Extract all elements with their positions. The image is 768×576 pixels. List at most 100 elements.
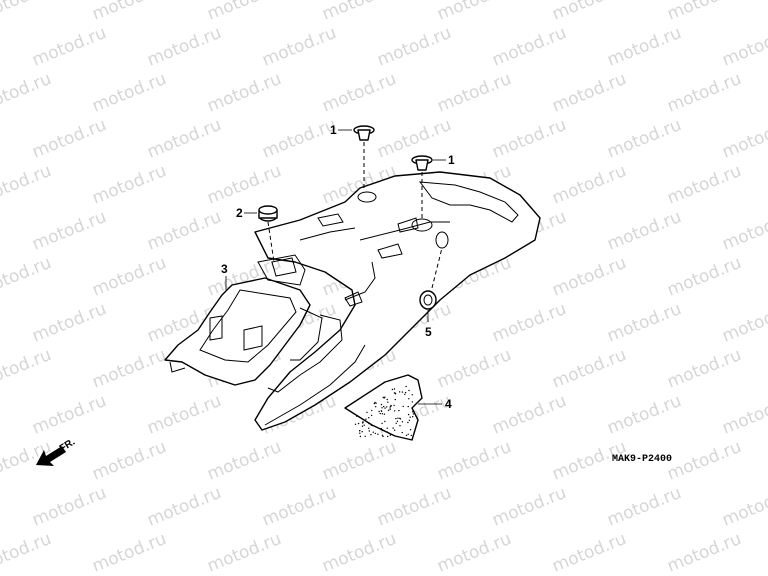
pad-dot: [390, 404, 392, 407]
watermark-text: motod.ru: [489, 391, 569, 439]
watermark-text: motod.ru: [89, 161, 169, 209]
watermark-text: motod.ru: [549, 345, 629, 393]
pad-texture: [354, 385, 415, 438]
watermark-text: motod.ru: [259, 115, 339, 163]
watermark-text: motod.ru: [29, 391, 109, 439]
pad-dot: [383, 413, 386, 415]
pad-dot: [368, 427, 370, 429]
pad-dot: [405, 434, 408, 437]
pad-dot: [395, 417, 397, 420]
pad-dot: [370, 434, 372, 436]
pad-dot: [409, 429, 412, 431]
pad-dot: [361, 425, 364, 427]
pad-dot: [393, 404, 395, 407]
pad-dot: [366, 411, 368, 414]
callout-4: 4: [445, 397, 452, 411]
pad-dot: [404, 393, 406, 395]
drawing-code: MAK9-P2400: [612, 454, 672, 465]
pad-dot: [361, 431, 363, 433]
pad-dot: [382, 435, 384, 438]
pad-dot: [364, 435, 366, 437]
watermark-text: motod.ru: [89, 0, 169, 25]
pad-dot: [401, 391, 404, 393]
pad-dot: [393, 392, 396, 394]
watermark-text: motod.ru: [204, 437, 284, 485]
watermark-text: motod.ru: [664, 345, 744, 393]
pad-dot: [387, 401, 389, 403]
watermark-text: motod.ru: [374, 23, 454, 71]
watermark-text: motod.ru: [144, 483, 224, 531]
pad-dot: [359, 432, 361, 434]
pad-dot: [386, 431, 389, 433]
watermark-text: motod.ru: [719, 391, 768, 439]
watermark-text: motod.ru: [549, 253, 629, 301]
watermark-text: motod.ru: [664, 161, 744, 209]
watermark-text: motod.ru: [604, 391, 684, 439]
pad-dot: [379, 412, 381, 415]
watermark-text: motod.ru: [604, 115, 684, 163]
pad-dot: [380, 410, 382, 412]
pad-dot: [372, 431, 374, 433]
watermark-text: motod.ru: [604, 207, 684, 255]
pad-dot: [397, 417, 399, 419]
watermark-text: motod.ru: [719, 115, 768, 163]
pad-dot: [381, 434, 384, 436]
pad-dot: [409, 416, 411, 418]
pad-dot: [394, 398, 396, 401]
pad-dot: [404, 391, 407, 394]
pad-dot: [362, 421, 364, 423]
callout-1-left: 1: [330, 123, 337, 137]
pad-dot: [407, 421, 409, 424]
pad-dot: [374, 432, 376, 435]
watermark-text: motod.ru: [144, 115, 224, 163]
pad-dot: [359, 435, 362, 438]
pad-dot: [356, 415, 358, 417]
watermark-text: motod.ru: [89, 437, 169, 485]
pad-dot: [383, 397, 385, 399]
watermark-text: motod.ru: [204, 161, 284, 209]
watermark-text: motod.ru: [719, 207, 768, 255]
watermark-text: motod.ru: [549, 161, 629, 209]
pad-dot: [375, 406, 377, 408]
pad-dot: [401, 421, 404, 423]
watermark-text: motod.ru: [319, 0, 399, 25]
pad-dot: [395, 422, 397, 424]
pad-dot: [399, 417, 401, 419]
pad-dot: [354, 423, 357, 425]
grommet-part-5: [419, 247, 443, 322]
watermark-text: motod.ru: [144, 391, 224, 439]
rubber-pad-part-4: [344, 374, 442, 441]
watermark-text: motod.ru: [204, 529, 284, 576]
pad-dot: [378, 410, 380, 413]
watermark-text: motod.ru: [489, 299, 569, 347]
watermark-text: motod.ru: [0, 529, 54, 576]
watermark-text: motod.ru: [549, 529, 629, 576]
pad-dot: [402, 405, 404, 408]
pad-dot: [399, 425, 401, 427]
arrow-left-down-icon: [36, 446, 66, 466]
watermark-text: motod.ru: [144, 207, 224, 255]
pad-dot: [405, 385, 407, 388]
pad-dot: [387, 409, 390, 411]
pad-dot: [408, 398, 410, 400]
watermark-text: motod.ru: [549, 0, 629, 25]
watermark-text: motod.ru: [719, 483, 768, 531]
pad-dot: [386, 406, 388, 408]
pad-dot: [391, 388, 394, 391]
pad-dot: [381, 429, 384, 432]
pad-dot: [383, 405, 385, 408]
pad-dot: [384, 407, 386, 409]
pad-dot: [411, 401, 413, 403]
pad-dot: [370, 414, 373, 417]
callout-5: 5: [425, 325, 432, 339]
watermark-text: motod.ru: [0, 161, 54, 209]
pad-dot: [370, 424, 372, 426]
pad-dot: [393, 388, 396, 390]
watermark-text: motod.ru: [434, 69, 514, 117]
watermark-text: motod.ru: [204, 69, 284, 117]
pad-dot: [373, 402, 376, 405]
grommet-part-1-right: [411, 155, 446, 218]
pad-dot: [408, 389, 410, 392]
pad-dot: [394, 410, 396, 412]
